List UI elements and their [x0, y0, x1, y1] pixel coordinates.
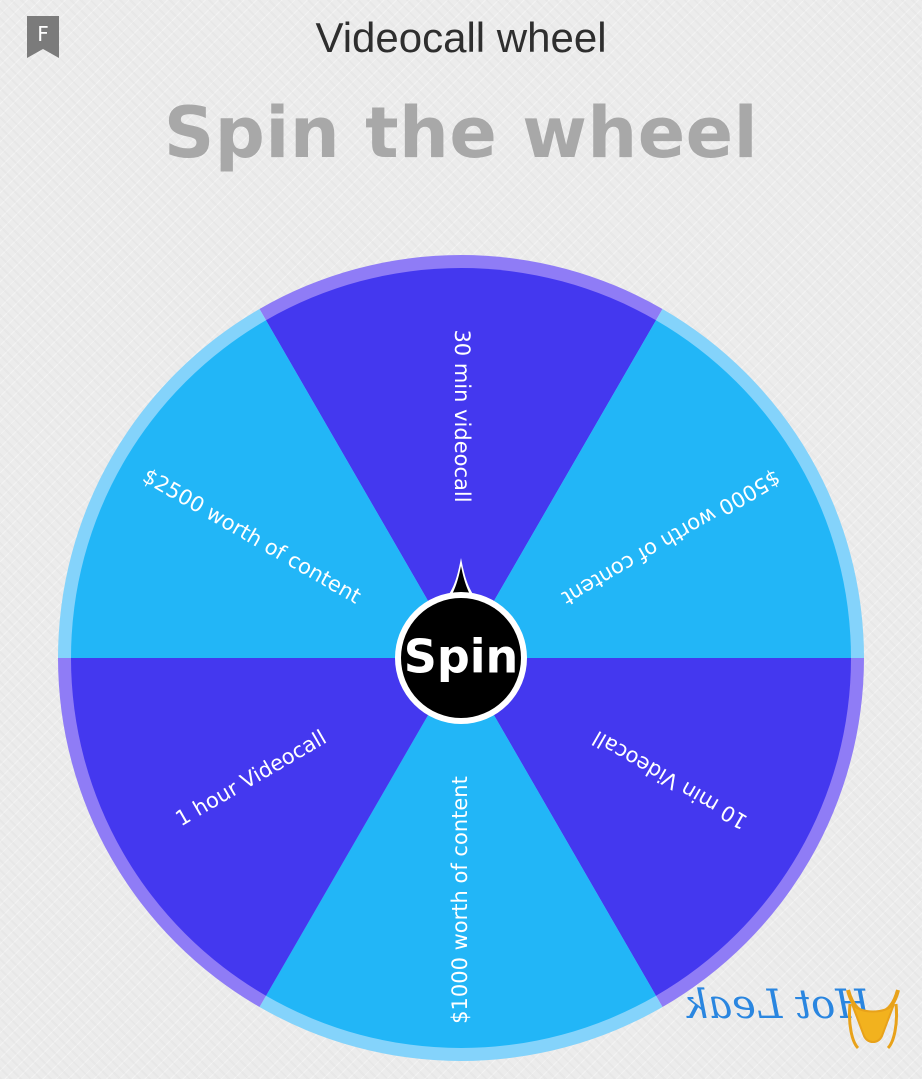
- spin-the-wheel-heading: Spin the wheel: [163, 92, 759, 174]
- bookmark-letter: F: [37, 22, 49, 46]
- segment-label: $1000 worth of content: [448, 776, 472, 1024]
- wheel-segment[interactable]: [71, 320, 461, 658]
- wheel-segment[interactable]: [461, 658, 851, 996]
- spin-button-label: Spin: [404, 630, 519, 684]
- wheel-segment[interactable]: [266, 658, 656, 1049]
- wheel-segment[interactable]: [71, 658, 461, 996]
- wheel-segments[interactable]: [71, 267, 851, 1049]
- spin-button[interactable]: Spin: [395, 558, 527, 724]
- page-title: Videocall wheel: [315, 14, 607, 61]
- wheel-segment[interactable]: [266, 267, 656, 658]
- bookmark-icon[interactable]: F: [25, 14, 61, 60]
- bikini-icon: [846, 989, 900, 1050]
- segment-label: 30 min videocall: [450, 329, 474, 502]
- spin-button-hub: [401, 598, 521, 718]
- wheel-segment[interactable]: [461, 320, 851, 658]
